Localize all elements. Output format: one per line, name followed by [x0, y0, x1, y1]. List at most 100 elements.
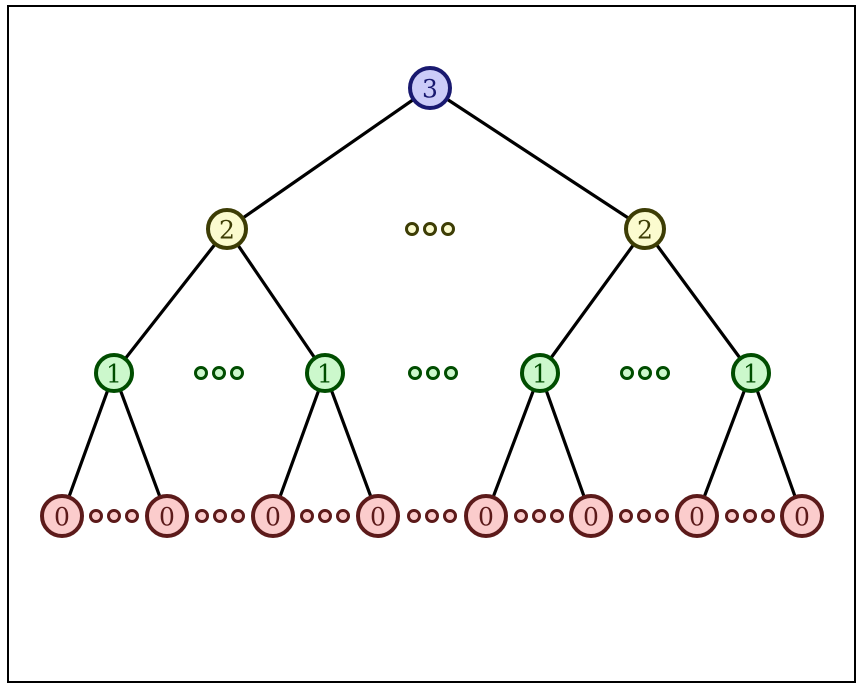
tree-edge [271, 371, 327, 518]
node-label: 0 [159, 503, 175, 532]
ellipsis-dot [444, 366, 458, 380]
ellipsis-dot [655, 509, 669, 523]
ellipsis-dot [637, 509, 651, 523]
tree-node-0[interactable]: 0 [40, 494, 84, 538]
node-label: 1 [106, 360, 122, 389]
tree-edge [60, 371, 116, 518]
ellipsis-dot [213, 509, 227, 523]
ellipsis-dot [425, 509, 439, 523]
node-circle[interactable] [731, 353, 771, 393]
tree-node-0[interactable]: 0 [780, 494, 824, 538]
node-label: 0 [370, 503, 386, 532]
tree-node-2[interactable]: 2 [206, 208, 248, 250]
ellipsis-dots [300, 509, 350, 523]
tree-node-1[interactable]: 1 [94, 353, 134, 393]
ellipsis-dots [725, 509, 775, 523]
node-label: 0 [265, 503, 281, 532]
tree-node-0[interactable]: 0 [251, 494, 295, 538]
node-label: 3 [422, 75, 438, 104]
tree-edge [323, 371, 380, 518]
node-circle[interactable] [520, 353, 560, 393]
node-label: 0 [54, 503, 70, 532]
ellipsis-dot [532, 509, 546, 523]
tree-edge [749, 371, 804, 518]
tree-node-0[interactable]: 0 [675, 494, 719, 538]
node-label: 0 [794, 503, 810, 532]
ellipsis-dot [743, 509, 757, 523]
tree-node-2[interactable]: 2 [624, 208, 666, 250]
ellipsis-dot [89, 509, 103, 523]
tree-edge [695, 371, 753, 518]
tree-edge [538, 371, 593, 518]
node-circle[interactable] [569, 494, 613, 538]
node-circle[interactable] [40, 494, 84, 538]
ellipsis-dot [230, 366, 244, 380]
tree-edge [112, 371, 169, 518]
tree-node-0[interactable]: 0 [356, 494, 400, 538]
node-circle[interactable] [145, 494, 189, 538]
ellipsis-dot [212, 366, 226, 380]
ellipsis-dot [318, 509, 332, 523]
ellipsis-dot [423, 222, 437, 236]
ellipsis-dots [620, 366, 670, 380]
tree-node-0[interactable]: 0 [569, 494, 613, 538]
tree-edge [643, 227, 753, 375]
ellipsis-dot [336, 509, 350, 523]
tree-edge [225, 227, 327, 375]
node-circle[interactable] [206, 208, 248, 250]
ellipsis-dot [550, 509, 564, 523]
node-circle[interactable] [305, 353, 345, 393]
node-label: 2 [219, 216, 235, 245]
ellipsis-dot [408, 366, 422, 380]
node-circle[interactable] [356, 494, 400, 538]
tree-edge [428, 86, 647, 231]
node-label: 0 [583, 503, 599, 532]
ellipsis-dot [761, 509, 775, 523]
tree-node-1[interactable]: 1 [520, 353, 560, 393]
tree-node-1[interactable]: 1 [305, 353, 345, 393]
ellipsis-dot [426, 366, 440, 380]
node-label: 0 [689, 503, 705, 532]
ellipsis-dot [725, 509, 739, 523]
tree-node-3[interactable]: 3 [408, 66, 452, 110]
nodes-group: 3 2 2 1 1 1 1 0 0 0 0 0 0 0 0 [40, 66, 824, 538]
ellipses-group [89, 222, 775, 523]
tree-node-1[interactable]: 1 [731, 353, 771, 393]
node-label: 1 [317, 360, 333, 389]
ellipsis-dot [656, 366, 670, 380]
edges-group [60, 86, 804, 518]
node-circle[interactable] [780, 494, 824, 538]
node-circle[interactable] [251, 494, 295, 538]
node-label: 1 [743, 360, 759, 389]
ellipsis-dots [619, 509, 669, 523]
tree-edge [225, 86, 432, 231]
node-circle[interactable] [408, 66, 452, 110]
node-label: 0 [478, 503, 494, 532]
ellipsis-dots [405, 222, 455, 236]
ellipsis-dot [407, 509, 421, 523]
outer-border [7, 5, 856, 683]
tree-node-0[interactable]: 0 [145, 494, 189, 538]
ellipsis-dots [408, 366, 458, 380]
ellipsis-dot [620, 366, 634, 380]
tree-edge [112, 227, 229, 375]
ellipsis-dot [107, 509, 121, 523]
ellipsis-dots [514, 509, 564, 523]
ellipsis-dot [300, 509, 314, 523]
node-circle[interactable] [624, 208, 666, 250]
ellipsis-dot [441, 222, 455, 236]
node-circle[interactable] [464, 494, 508, 538]
node-circle[interactable] [94, 353, 134, 393]
ellipsis-dot [619, 509, 633, 523]
tree-node-0[interactable]: 0 [464, 494, 508, 538]
node-label: 2 [637, 216, 653, 245]
node-circle[interactable] [675, 494, 719, 538]
ellipsis-dots [195, 509, 245, 523]
ellipsis-dot [443, 509, 457, 523]
ellipsis-dot [405, 222, 419, 236]
ellipsis-dot [638, 366, 652, 380]
ellipsis-dot [125, 509, 139, 523]
tree-edge [484, 371, 542, 518]
